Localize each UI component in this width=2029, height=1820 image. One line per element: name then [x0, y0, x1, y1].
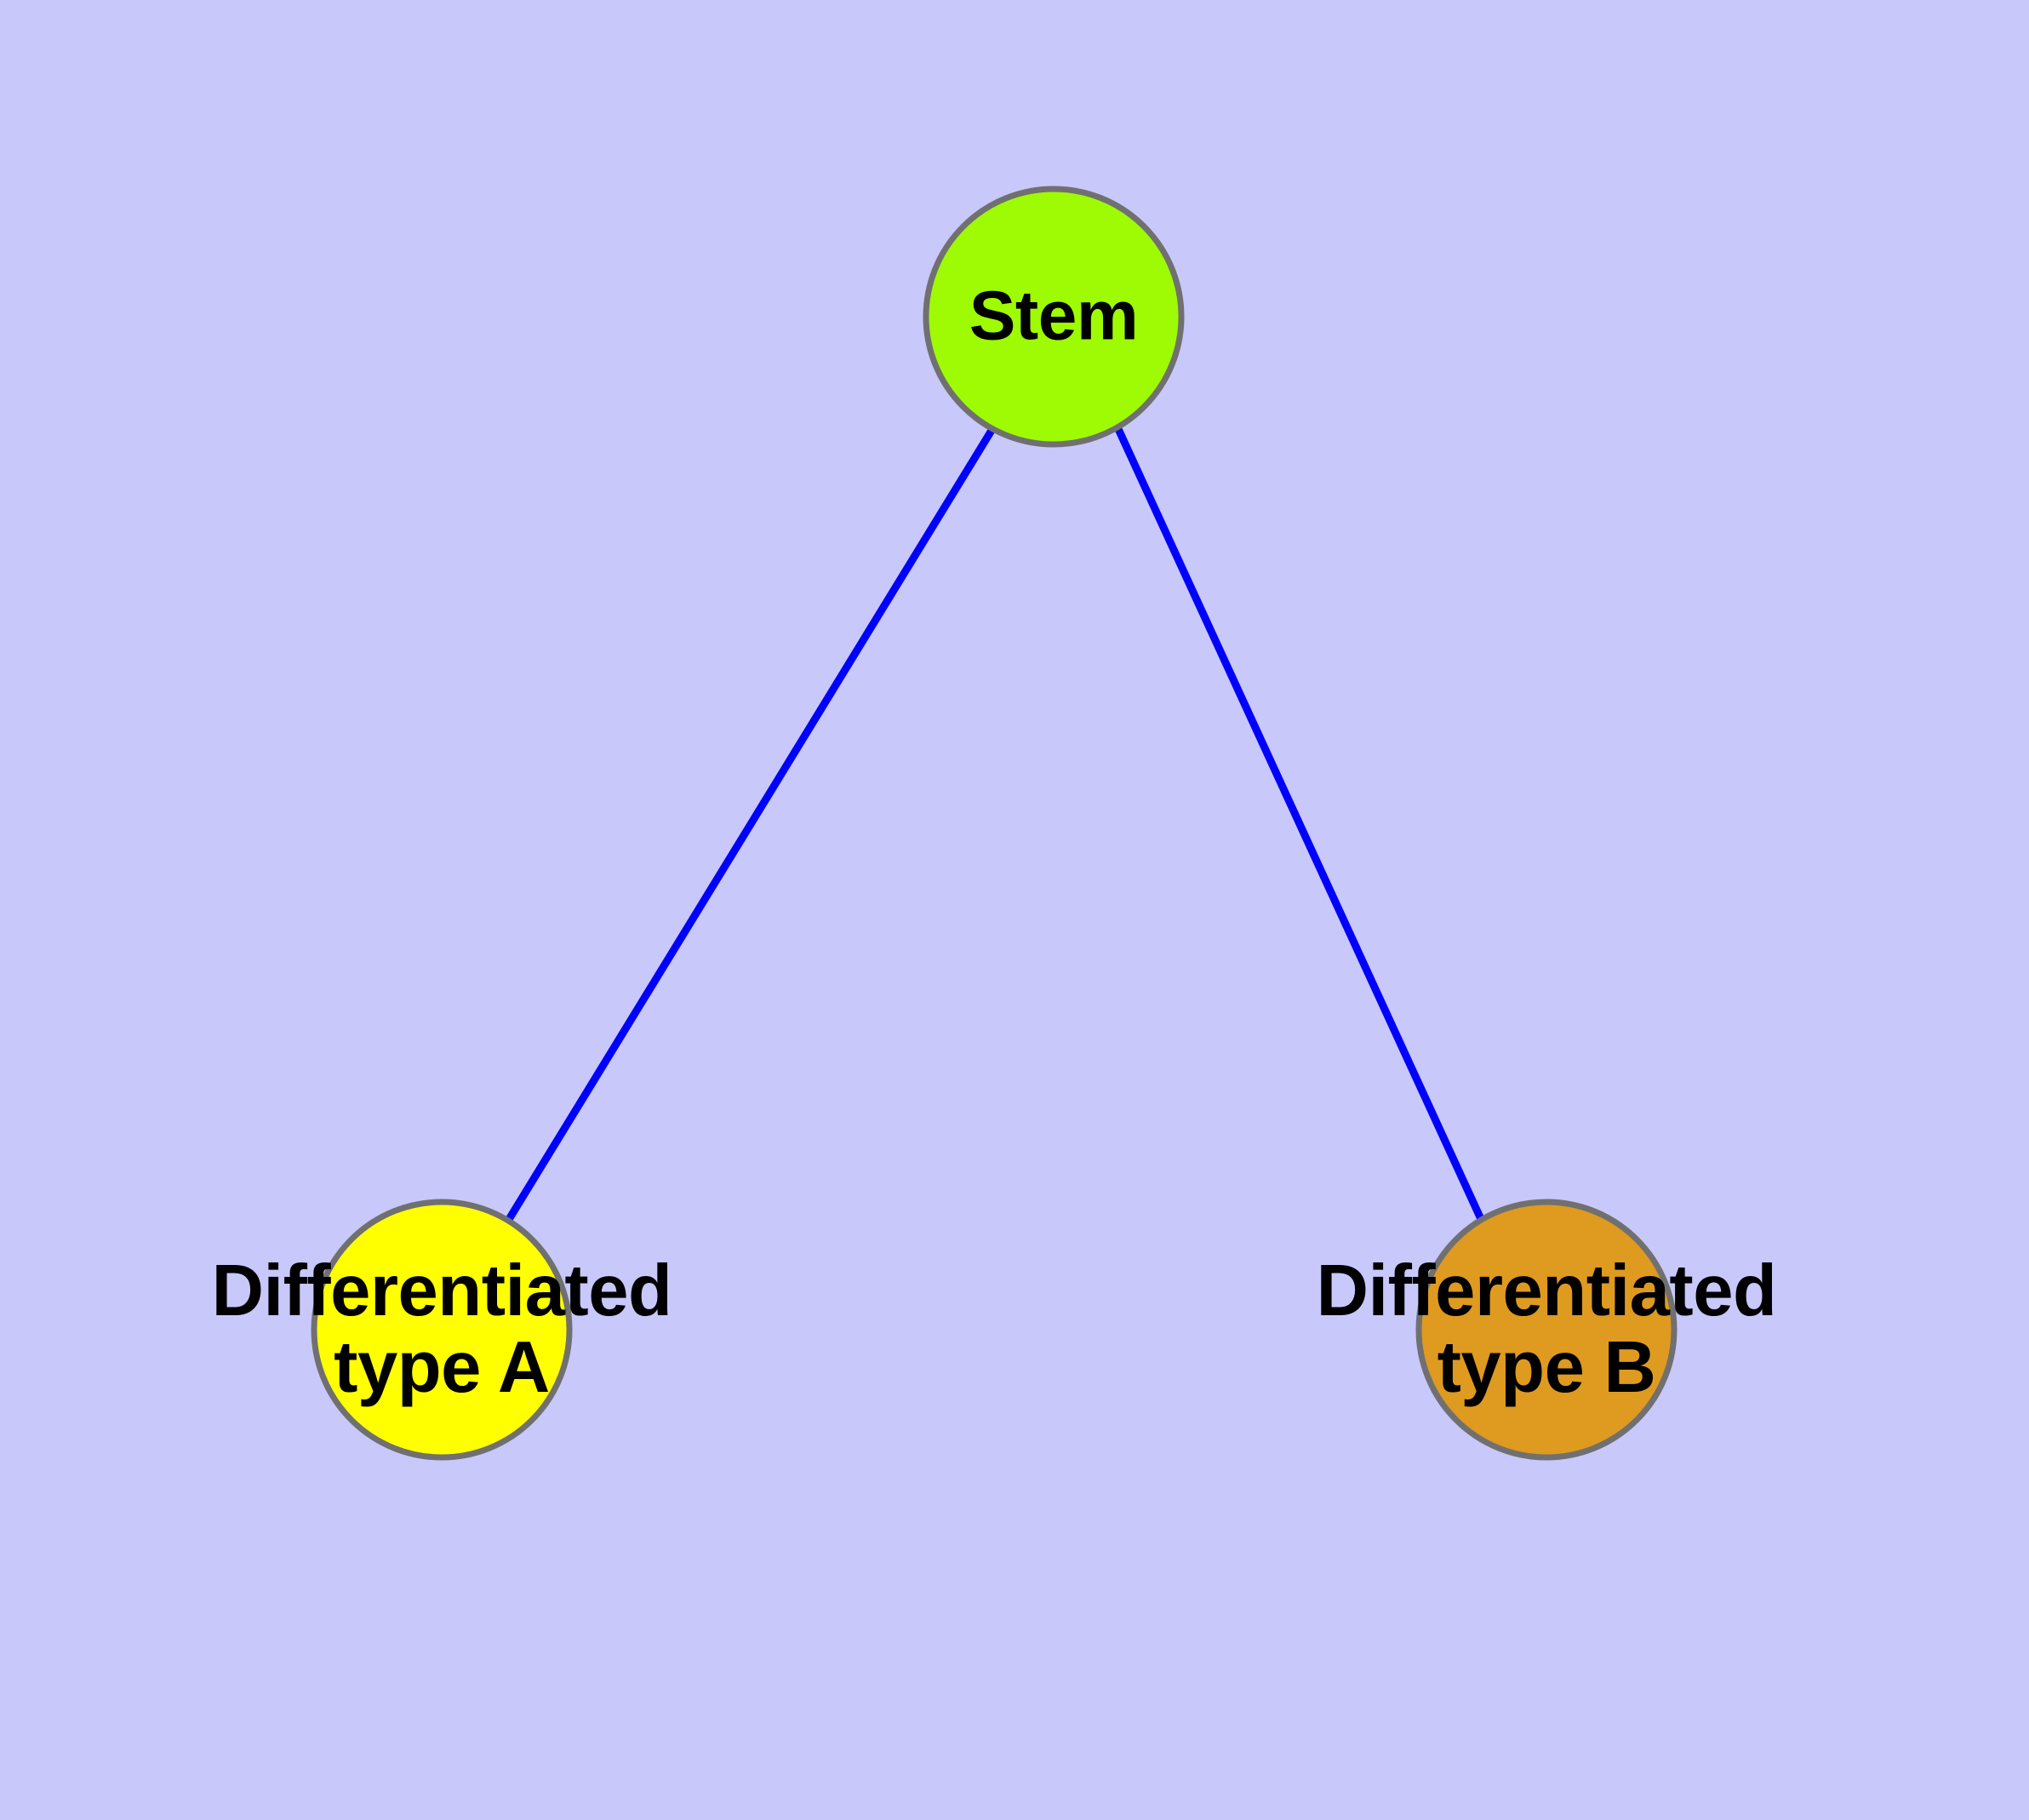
node-layer: [311, 186, 1677, 1461]
node-differentiated-type-a[interactable]: [311, 1199, 573, 1461]
edge-stem-to-diff-a: [505, 426, 996, 1223]
edge-stem-to-diff-b: [1114, 427, 1485, 1221]
edge-layer: [505, 426, 1485, 1223]
node-stem[interactable]: [923, 186, 1185, 448]
node-differentiated-type-b[interactable]: [1415, 1199, 1677, 1461]
